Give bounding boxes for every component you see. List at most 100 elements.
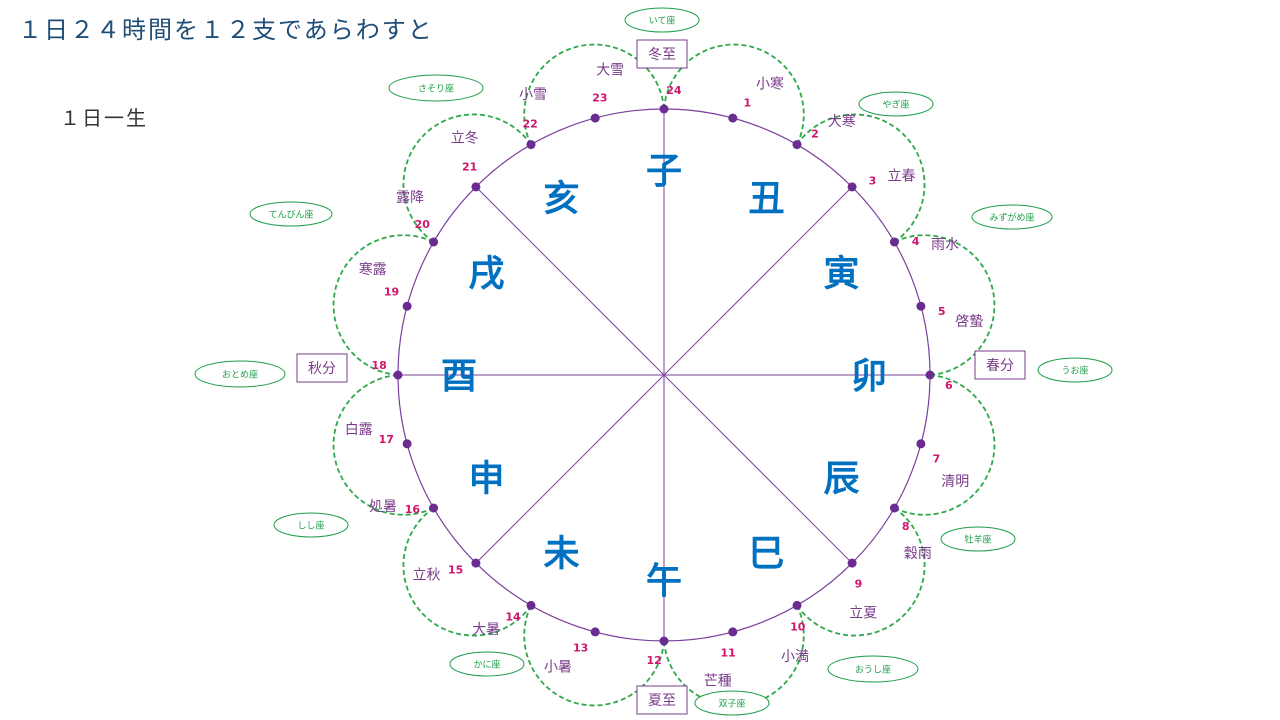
constellation-label: 牡羊座 xyxy=(964,534,991,546)
branch-label: 未 xyxy=(543,534,579,575)
petal-arc xyxy=(402,507,532,637)
term-label: 大雪 xyxy=(596,63,624,79)
constellation-oval xyxy=(1037,357,1113,383)
constellation-oval xyxy=(858,91,934,117)
constellation-label: おとめ座 xyxy=(222,369,258,381)
term-point xyxy=(847,558,857,568)
constellation-label: いて座 xyxy=(649,15,676,27)
term-label: 白露 xyxy=(345,422,373,438)
term-point xyxy=(429,503,439,513)
petal-arc xyxy=(796,113,926,243)
term-label: 穀雨 xyxy=(904,546,932,562)
term-point xyxy=(590,627,600,637)
term-point xyxy=(889,237,899,247)
term-label: 小暑 xyxy=(544,659,572,675)
solar-box-label: 秋分 xyxy=(308,361,336,377)
solar-box-label: 冬至 xyxy=(648,47,676,63)
constellation-oval xyxy=(249,201,333,227)
point-number: 15 xyxy=(448,563,463,576)
constellation-label: てんびん座 xyxy=(268,209,313,221)
solar-box-winter xyxy=(636,39,688,69)
term-point xyxy=(526,600,536,610)
term-point xyxy=(471,558,481,568)
point-number: 12 xyxy=(646,654,661,667)
term-point xyxy=(916,439,926,449)
term-point xyxy=(402,301,412,311)
branch-label: 子 xyxy=(646,151,682,192)
constellation-oval xyxy=(827,655,919,683)
branch-label: 寅 xyxy=(823,254,859,295)
term-label: 大寒 xyxy=(828,113,856,130)
point-number: 14 xyxy=(505,611,521,624)
petal-arc xyxy=(894,234,996,376)
term-label: 大暑 xyxy=(472,622,500,638)
term-point xyxy=(792,600,802,610)
point-number: 1 xyxy=(743,97,751,110)
petal-arc xyxy=(894,374,996,516)
term-point xyxy=(728,113,738,123)
branch-label: 申 xyxy=(468,459,504,500)
term-point xyxy=(889,503,899,513)
term-point xyxy=(916,301,926,311)
point-number: 18 xyxy=(372,359,387,372)
point-number: 10 xyxy=(790,621,806,634)
branch-label: 午 xyxy=(646,561,682,602)
branch-label: 戌 xyxy=(468,254,504,295)
term-point xyxy=(659,636,669,646)
point-number: 16 xyxy=(405,503,421,516)
point-number: 4 xyxy=(912,235,920,248)
constellation-label: しし座 xyxy=(297,520,324,532)
term-label: 雨水 xyxy=(931,237,959,253)
point-number: 22 xyxy=(523,117,538,130)
branch-label: 亥 xyxy=(543,179,579,220)
point-number: 9 xyxy=(855,577,863,590)
page-title: １日２４時間を１２支であらわすと xyxy=(18,16,434,44)
constellation-label: みずがめ座 xyxy=(989,212,1034,224)
term-point xyxy=(471,182,481,192)
point-number: 20 xyxy=(415,218,431,231)
constellation-oval xyxy=(940,526,1016,552)
point-number: 21 xyxy=(462,161,477,174)
point-number: 23 xyxy=(592,91,607,104)
constellation-label: さそり座 xyxy=(418,83,454,95)
term-label: 寒露 xyxy=(359,261,387,278)
petal-arc xyxy=(402,113,532,243)
spoke-line xyxy=(475,186,853,564)
petal-layer xyxy=(332,43,996,707)
term-point xyxy=(728,627,738,637)
constellation-oval xyxy=(273,512,349,538)
page-subtitle: １日一生 xyxy=(60,106,148,130)
term-point xyxy=(526,140,536,150)
term-label: 立春 xyxy=(888,169,916,185)
term-label: 処暑 xyxy=(369,499,397,515)
term-label: 啓蟄 xyxy=(955,314,983,330)
constellation-oval xyxy=(694,690,770,716)
petal-arc xyxy=(523,605,665,707)
petal-arc xyxy=(523,43,665,145)
constellation-oval xyxy=(971,204,1053,230)
solar-box-spring xyxy=(974,350,1026,380)
constellation-label: うお座 xyxy=(1061,365,1088,377)
solar-box-autumn xyxy=(296,353,348,383)
term-point xyxy=(402,439,412,449)
constellation-oval xyxy=(194,360,286,388)
point-number: 6 xyxy=(945,379,953,392)
term-label: 立夏 xyxy=(849,606,877,622)
branch-label: 卯 xyxy=(851,356,887,397)
constellation-label: 双子座 xyxy=(718,698,745,710)
term-point xyxy=(925,370,935,380)
point-number: 7 xyxy=(933,452,941,465)
term-point xyxy=(429,237,439,247)
branch-label: 酉 xyxy=(441,356,477,397)
term-point xyxy=(393,370,403,380)
constellation-label: かに座 xyxy=(473,659,500,671)
point-number: 3 xyxy=(869,175,877,188)
solar-box-summer xyxy=(636,685,688,715)
point-number: 11 xyxy=(720,647,735,660)
term-label: 小満 xyxy=(781,649,809,665)
petal-arc xyxy=(796,507,926,637)
term-point xyxy=(847,182,857,192)
